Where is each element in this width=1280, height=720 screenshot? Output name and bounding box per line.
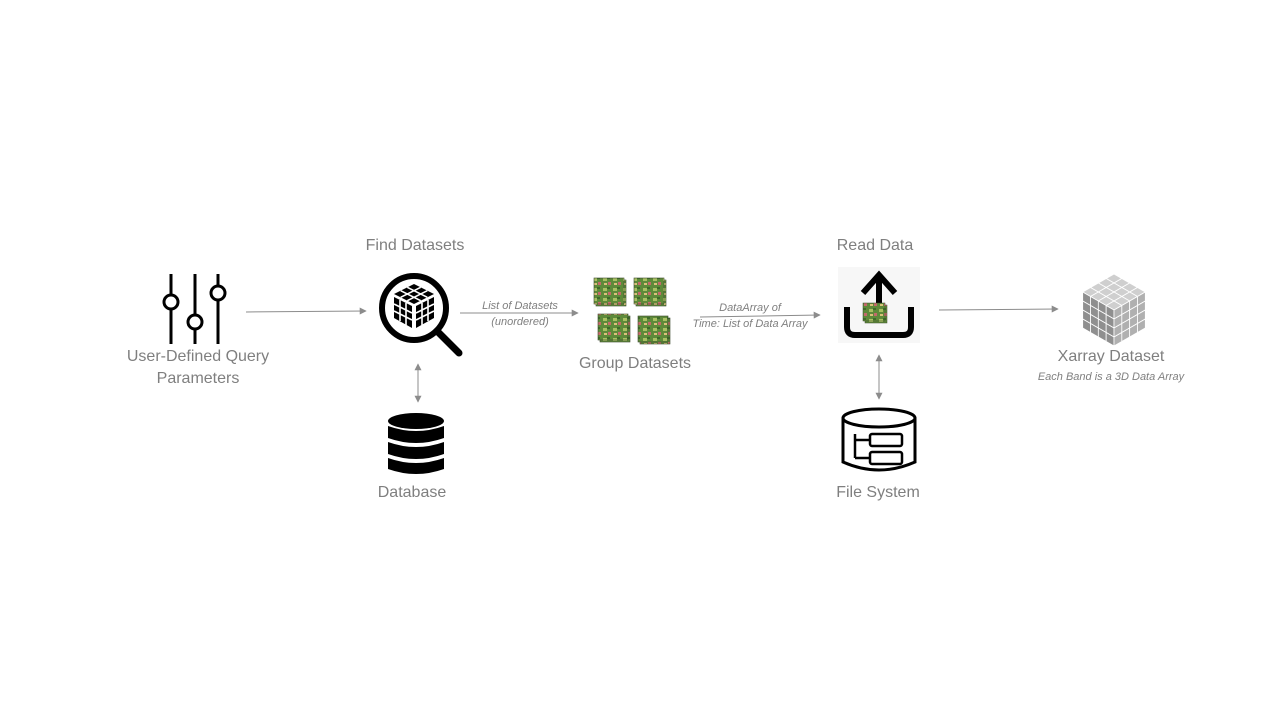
- edge-group-read-line2: Time: List of Data Array: [692, 318, 808, 330]
- magnifier-cube-icon: [379, 273, 463, 357]
- edge-label-find-to-group: List of Datasets (unordered): [460, 298, 580, 330]
- database-icon: [388, 413, 444, 474]
- arrow-query-to-find: [245, 307, 367, 315]
- arrow-group-to-read: [699, 311, 821, 319]
- group-datasets-label: Group Datasets: [578, 355, 692, 372]
- read-data-label: Read Data: [836, 237, 914, 254]
- cube-grid-icon: [1081, 273, 1147, 346]
- arrow-read-to-xarray: [938, 305, 1059, 313]
- xarray-dataset-label: Xarray Dataset: [1057, 348, 1165, 365]
- edge-group-read-line1: DataArray of: [719, 302, 781, 314]
- find-datasets-label: Find Datasets: [365, 237, 465, 254]
- image-stack-icon: [593, 277, 671, 345]
- sliders-icon: [162, 274, 227, 344]
- query-label-line2: Parameters: [156, 370, 240, 387]
- query-label-line1: User-Defined Query: [126, 348, 270, 365]
- edge-find-group-line2: (unordered): [491, 316, 549, 328]
- file-system-label: File System: [836, 484, 920, 501]
- edge-label-group-to-read: DataArray of Time: List of Data Array: [680, 300, 820, 332]
- xarray-sublabel: Each Band is a 3D Data Array: [1037, 371, 1185, 383]
- database-label: Database: [377, 484, 447, 501]
- edge-find-group-line1: List of Datasets: [482, 300, 558, 312]
- file-system-icon: [841, 407, 917, 472]
- upload-icon: [838, 267, 920, 343]
- query-parameters-label: User-Defined Query Parameters: [108, 346, 288, 390]
